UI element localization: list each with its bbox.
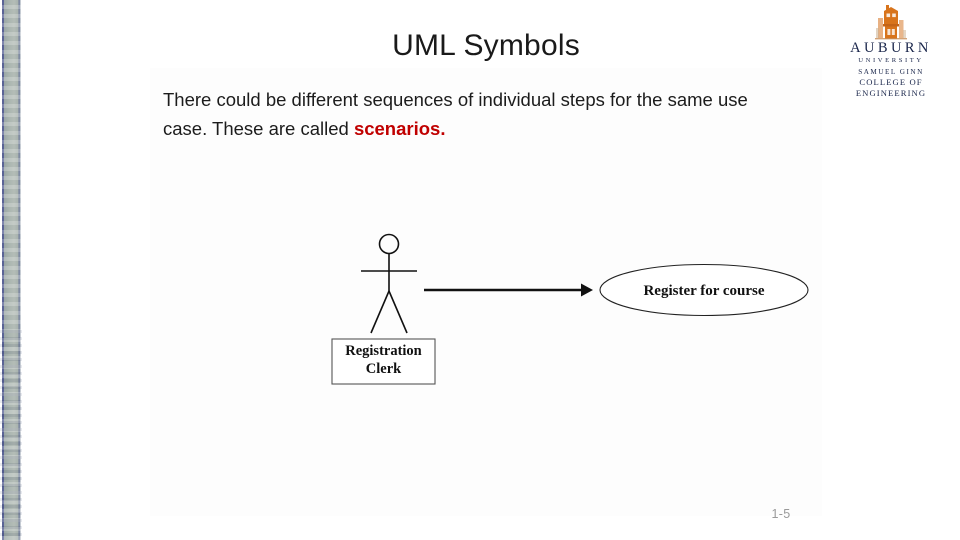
logo-college-line-1: SAMUEL GINN — [858, 68, 924, 76]
uml-use-case-diagram: Registration Clerk Register for course — [331, 233, 809, 385]
page-number: 1-5 — [771, 507, 791, 521]
scanner-edge-strip-banding — [0, 330, 22, 540]
logo-college-line-2: COLLEGE OF ENGINEERING — [855, 77, 927, 98]
arrow-right-icon — [424, 283, 593, 297]
body-paragraph-emphasis: scenarios. — [353, 118, 446, 139]
logo-wordmark: AUBURN — [850, 40, 932, 56]
use-case-label: Register for course — [643, 283, 764, 299]
body-paragraph: There could be different sequences of in… — [163, 85, 788, 143]
body-paragraph-lead: There could be different sequences of in… — [163, 89, 748, 139]
actor-label-box — [331, 338, 436, 385]
logo-university-text: UNIVERSITY — [858, 57, 924, 64]
scanner-edge-strip — [0, 0, 22, 540]
use-case-ellipse — [599, 263, 809, 317]
actor-label-line-1: Registration — [345, 343, 422, 359]
actor-label-line-2: Clerk — [366, 361, 402, 377]
auburn-tower-icon — [875, 5, 907, 40]
page-title: UML Symbols — [392, 29, 580, 62]
stick-figure-actor-icon — [361, 233, 417, 334]
auburn-logo: AUBURN UNIVERSITY SAMUEL GINN COLLEGE OF… — [826, 4, 956, 98]
